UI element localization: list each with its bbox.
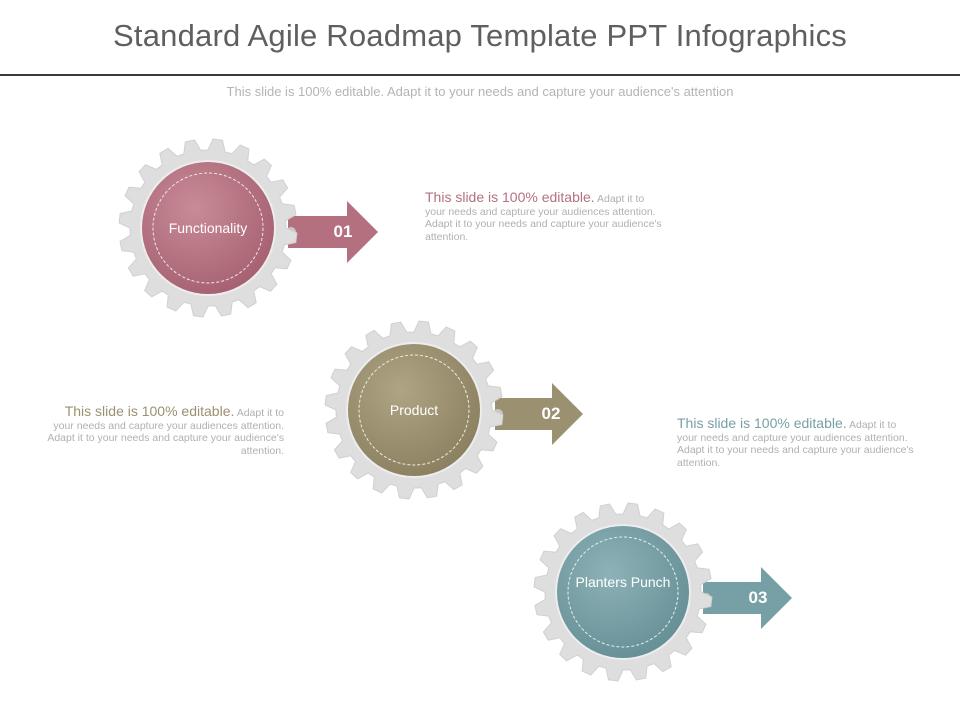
- step-planters-punch: [533, 502, 792, 682]
- step-number-01: 01: [333, 222, 353, 241]
- title-divider: [0, 74, 960, 76]
- note-lead: This slide is 100% editable.: [425, 189, 595, 205]
- step-functionality: [118, 138, 378, 318]
- step-product: [324, 320, 583, 500]
- gear-label-functionality: Functionality: [168, 220, 248, 236]
- note-body: Adapt it to your needs and capture your …: [47, 407, 284, 457]
- dashed-ring-01: [152, 172, 264, 284]
- step-number-03: 03: [748, 588, 768, 607]
- note-product: This slide is 100% editable. Adapt it to…: [44, 403, 284, 457]
- note-body: Adapt it to your needs and capture your …: [677, 419, 914, 469]
- page-title: Standard Agile Roadmap Template PPT Info…: [113, 18, 847, 53]
- note-body: Adapt it to your needs and capture your …: [425, 193, 662, 243]
- arrow-shape-01: [288, 201, 378, 263]
- page-subtitle: This slide is 100% editable. Adapt it to…: [226, 84, 734, 99]
- disc-02: [348, 344, 480, 476]
- gear-label-planters-punch: Planters Punch: [575, 574, 671, 590]
- arrow-shape-02: [495, 383, 583, 445]
- note-planters-punch: This slide is 100% editable. Adapt it to…: [677, 415, 917, 469]
- disc-03: [557, 526, 689, 658]
- note-lead: This slide is 100% editable.: [64, 403, 235, 419]
- dashed-ring-02: [358, 354, 470, 466]
- note-functionality: This slide is 100% editable. Adapt it to…: [425, 189, 665, 243]
- gear-label-product: Product: [389, 402, 439, 418]
- step-number-02: 02: [541, 404, 561, 423]
- dashed-ring-03: [567, 536, 679, 648]
- note-lead: This slide is 100% editable.: [677, 415, 847, 431]
- arrow-shape-03: [703, 567, 792, 629]
- disc-01: [142, 162, 274, 294]
